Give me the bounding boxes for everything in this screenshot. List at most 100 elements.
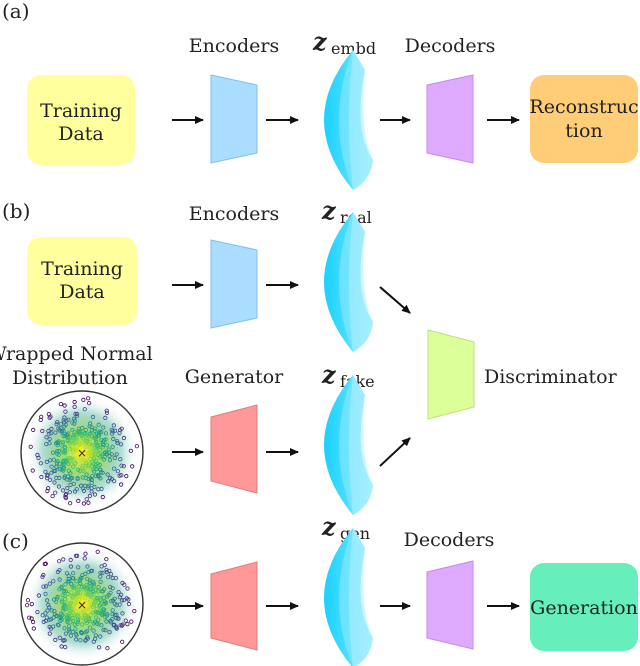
disk-sample-point: [86, 500, 91, 505]
disk-sample-point: [104, 452, 109, 457]
disk-sample-point: [89, 480, 94, 485]
disk-sample-point: [73, 627, 78, 632]
disk-sample-point: [61, 557, 66, 562]
disk-sample-point: [88, 421, 93, 426]
disk-sample-point: [84, 599, 89, 605]
disk-sample-point: [82, 407, 87, 412]
disk-sample-point: [94, 609, 99, 614]
disk-sample-point: [108, 572, 114, 577]
disk-scatter-c: [24, 549, 137, 651]
disk-sample-point: [62, 593, 67, 598]
disk-sample-point: [68, 590, 74, 595]
encoders-label-a: Encoders: [189, 35, 279, 57]
disk-sample-point: [68, 442, 73, 447]
disk-sample-point: [101, 441, 106, 446]
disk-sample-point: [104, 410, 110, 415]
disk-sample-point: [97, 645, 102, 650]
disk-sample-point: [102, 601, 107, 606]
panel-label-b: (b): [2, 199, 30, 223]
disk-sample-point: [132, 608, 137, 614]
disk-sample-point: [43, 591, 48, 597]
disk-sample-point: [87, 493, 93, 498]
disk-sample-point: [107, 457, 113, 463]
disk-sample-point: [121, 435, 127, 441]
disk-sample-point: [91, 442, 96, 447]
disk-sample-point: [82, 431, 87, 437]
disk-sample-point: [73, 592, 78, 597]
disk-sample-point: [112, 455, 117, 460]
reconstruction-box-bg: [530, 75, 638, 163]
disk-sample-point: [49, 608, 54, 613]
disk-sample-point: [79, 434, 84, 439]
disk-sample-point: [87, 424, 92, 429]
disk-sample-point: [68, 501, 73, 506]
disk-sample-point: [111, 423, 116, 428]
disk-sample-point: [104, 408, 109, 413]
disk-sample-point: [52, 612, 58, 617]
disk-sample-point: [47, 581, 52, 586]
disk-sample-point: [66, 461, 71, 466]
disk-sample-point: [86, 483, 91, 488]
disk-sample-point: [98, 570, 103, 575]
disk-sample-point: [62, 415, 67, 420]
generator-label: Generator: [185, 366, 284, 388]
disk-sample-point: [88, 449, 93, 454]
disk-sample-point: [121, 464, 126, 469]
disk-sample-point: [91, 628, 96, 633]
disk-sample-point: [76, 498, 81, 503]
disk-sample-point: [134, 444, 139, 449]
training-data-a-line2: Data: [58, 123, 104, 145]
disk-sample-point: [76, 565, 81, 570]
disk-sample-point: [70, 584, 75, 589]
disk-sample-point: [112, 466, 117, 471]
disk-sample-point: [62, 638, 67, 643]
disk-sample-point: [85, 635, 90, 640]
disk-sample-point: [88, 437, 93, 442]
training-data-a-line1: Training: [40, 100, 122, 122]
disk-sample-point: [50, 450, 56, 455]
training-data-box-a: Training Data: [27, 75, 135, 165]
disk-sample-point: [73, 616, 79, 621]
disk-sample-point: [112, 612, 118, 618]
disk-sample-point: [45, 608, 50, 613]
disk-sample-point: [91, 581, 96, 586]
disk-sample-point: [62, 474, 68, 479]
disk-sample-point: [49, 426, 54, 432]
reconstruction-box: Reconstruc tion: [529, 75, 639, 163]
disk-sample-point: [93, 462, 98, 468]
arrow-real-to-discriminator: [379, 286, 411, 314]
disk-sample-point: [60, 592, 65, 598]
disk-sample-point: [31, 626, 36, 631]
disk-sample-point: [90, 568, 95, 573]
disk-sample-point: [44, 435, 49, 440]
decoder-trapezoid-c: [426, 560, 474, 650]
encoders-label-b: Encoders: [189, 203, 279, 225]
disk-sample-point: [45, 488, 50, 494]
disk-sample-point: [54, 421, 59, 427]
disk-sample-point: [99, 623, 104, 628]
disk-sample-point: [101, 457, 107, 462]
disk-sample-point: [118, 457, 123, 462]
disk-sample-point: [72, 399, 77, 405]
disk-sample-point: [98, 574, 103, 579]
disk-sample-point: [72, 404, 77, 409]
disk-sample-point: [102, 587, 107, 592]
disk-sample-point: [63, 458, 68, 463]
disk-sample-point: [91, 639, 96, 644]
disk-sample-point: [44, 615, 49, 620]
disk-sample-point: [78, 454, 83, 459]
disk-sample-point: [46, 602, 51, 608]
disk-sample-point: [27, 615, 32, 620]
disk-sample-point: [111, 623, 116, 628]
disk-sample-point: [87, 616, 92, 622]
disk-sample-point: [120, 622, 125, 627]
disk-sample-point: [86, 464, 91, 469]
poincare-disk-c: ×: [20, 542, 144, 666]
disk-sample-point: [61, 468, 66, 473]
disk-sample-point: [87, 432, 92, 437]
disk-sample-point: [96, 474, 101, 479]
disk-sample-point: [97, 430, 102, 435]
latent-manifold-fake: [324, 375, 373, 515]
z-sub-embd: embd: [331, 39, 376, 58]
disk-sample-point: [86, 485, 91, 490]
